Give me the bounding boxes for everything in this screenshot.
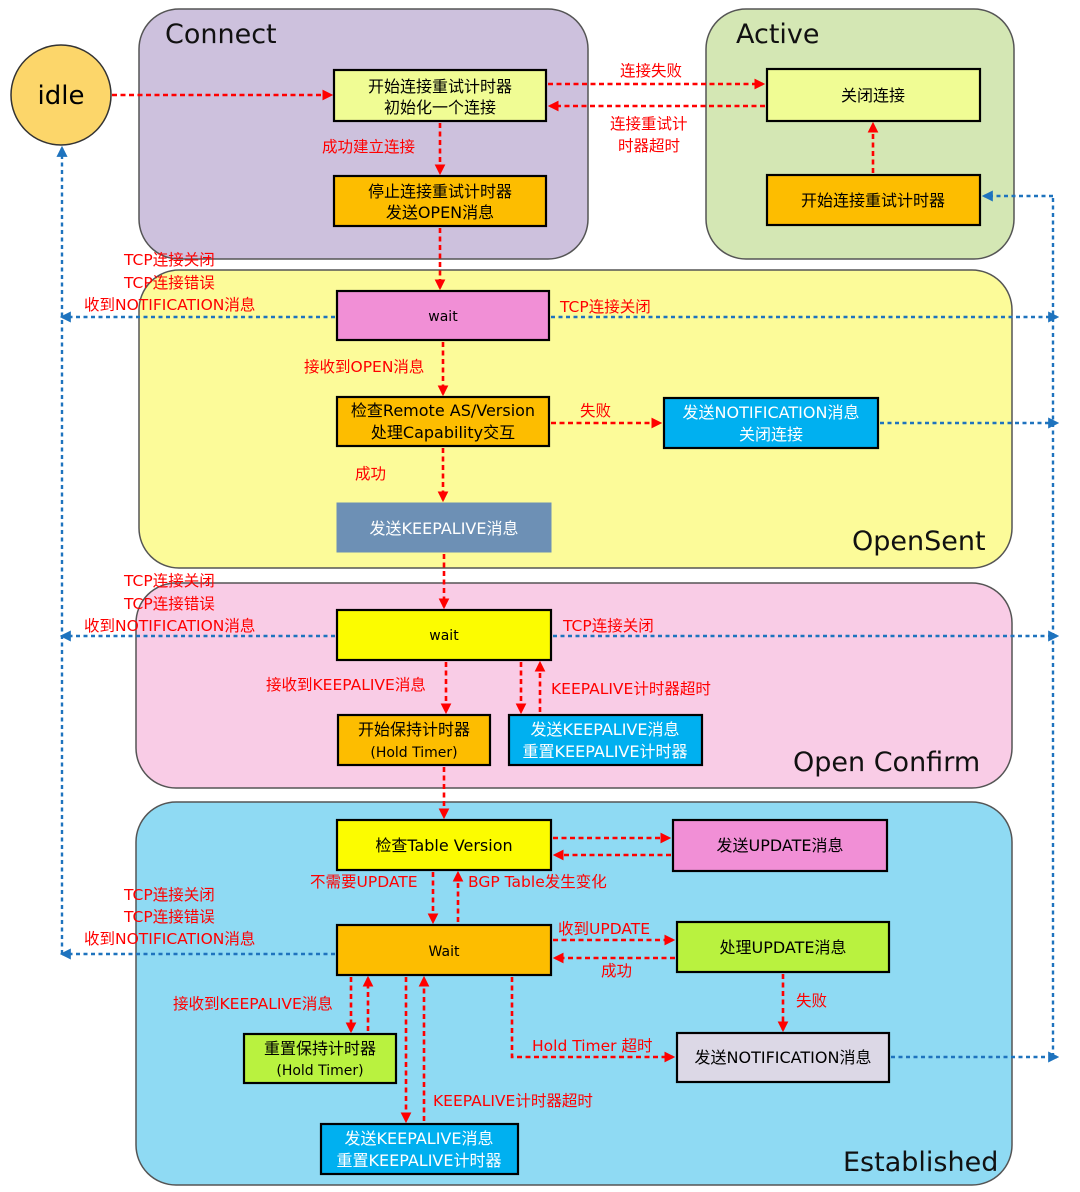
- label-oc-tcp-close: TCP连接关闭: [123, 572, 215, 590]
- active-title: Active: [736, 19, 820, 50]
- start-hold-box: [336, 713, 492, 767]
- label-oc-ka-timeout: KEEPALIVE计时器超时: [551, 680, 711, 698]
- oc-keepalive-text-2: 重置KEEPALIVE计时器: [523, 742, 688, 761]
- openconfirm-title: Open Confirm: [793, 747, 980, 778]
- label-os-notification: 收到NOTIFICATION消息: [84, 296, 255, 314]
- notify-close-text-1: 发送NOTIFICATION消息: [683, 403, 860, 422]
- label-oc-notification: 收到NOTIFICATION消息: [84, 617, 255, 635]
- established-region: [135, 801, 1013, 1186]
- send-update-text: 发送UPDATE消息: [717, 836, 844, 855]
- label-est-tcp-error: TCP连接错误: [123, 908, 215, 926]
- reset-hold-box: [242, 1032, 398, 1085]
- est-keepalive-text-2: 重置KEEPALIVE计时器: [337, 1151, 502, 1170]
- est-keepalive-box: [319, 1122, 520, 1176]
- check-table-box: [335, 818, 553, 872]
- close-conn-text: 关闭连接: [841, 86, 905, 105]
- label-est-recv-keepalive: 接收到KEEPALIVE消息: [173, 995, 333, 1013]
- check-table-text: 检查Table Version: [375, 836, 512, 855]
- send-update-box: [671, 818, 889, 873]
- process-update-box: [675, 920, 891, 974]
- est-notify-text: 发送NOTIFICATION消息: [695, 1048, 872, 1067]
- label-retry-timeout-1: 连接重试计: [610, 115, 688, 133]
- est-keepalive-text-1: 发送KEEPALIVE消息: [345, 1129, 494, 1148]
- opensent-region: [138, 269, 1013, 569]
- label-hold-timeout: Hold Timer 超时: [532, 1037, 652, 1055]
- idle-state: [10, 44, 112, 146]
- blue-transitions: [56, 145, 1060, 1063]
- oc-keepalive-box: [507, 713, 704, 767]
- opensent-title: OpenSent: [852, 526, 986, 557]
- stop-retry-text-2: 发送OPEN消息: [386, 203, 494, 222]
- active-start-retry-text: 开始连接重试计时器: [801, 191, 945, 210]
- established-wait-box: [335, 923, 553, 977]
- label-check-fail: 失败: [580, 402, 611, 420]
- process-update-text: 处理UPDATE消息: [720, 938, 847, 957]
- connect-title: Connect: [165, 19, 277, 50]
- label-oc-tcp-closed-right: TCP连接关闭: [562, 617, 654, 635]
- label-recv-open: 接收到OPEN消息: [304, 358, 424, 376]
- openconfirm-wait-text: wait: [429, 628, 459, 644]
- close-conn-box: [765, 67, 982, 123]
- label-os-tcp-closed-right: TCP连接关闭: [559, 298, 651, 316]
- arrow-hold-timeout: [510, 977, 676, 1063]
- send-keepalive-box: [336, 502, 552, 553]
- label-retry-timeout-2: 时器超时: [618, 137, 680, 155]
- start-retry-box: [332, 68, 548, 123]
- stop-retry-box: [332, 174, 548, 228]
- active-start-retry-box: [765, 173, 982, 227]
- send-keepalive-text: 发送KEEPALIVE消息: [370, 519, 519, 538]
- opensent-wait-text: wait: [428, 309, 458, 325]
- label-oc-tcp-error: TCP连接错误: [123, 595, 215, 613]
- check-remote-box: [335, 395, 551, 448]
- reset-hold-text-1: 重置保持计时器: [264, 1039, 376, 1058]
- label-update-success: 成功: [601, 962, 632, 980]
- label-est-tcp-close: TCP连接关闭: [123, 886, 215, 904]
- label-os-tcp-error: TCP连接错误: [123, 274, 215, 292]
- start-retry-text-1: 开始连接重试计时器: [368, 77, 512, 96]
- check-remote-text-2: 处理Capability交互: [371, 423, 515, 442]
- label-no-update: 不需要UPDATE: [310, 873, 418, 891]
- notify-close-box: [662, 396, 880, 450]
- label-check-success: 成功: [355, 465, 386, 483]
- oc-keepalive-text-1: 发送KEEPALIVE消息: [531, 720, 680, 739]
- established-title: Established: [843, 1147, 998, 1178]
- start-hold-text-1: 开始保持计时器: [358, 720, 470, 739]
- label-oc-recv-keepalive: 接收到KEEPALIVE消息: [266, 676, 426, 694]
- reset-hold-text-2: (Hold Timer): [276, 1063, 363, 1079]
- label-est-ka-timeout: KEEPALIVE计时器超时: [433, 1092, 593, 1110]
- openconfirm-wait-box: [335, 608, 553, 662]
- start-retry-text-2: 初始化一个连接: [384, 98, 496, 117]
- label-conn-fail: 连接失败: [620, 62, 682, 80]
- stop-retry-text-1: 停止连接重试计时器: [368, 182, 512, 201]
- check-remote-text-1: 检查Remote AS/Version: [351, 401, 535, 420]
- label-est-notification: 收到NOTIFICATION消息: [84, 930, 255, 948]
- label-update-fail: 失败: [796, 992, 827, 1010]
- idle-label: idle: [38, 81, 85, 111]
- notify-close-text-2: 关闭连接: [739, 425, 803, 444]
- label-os-tcp-close: TCP连接关闭: [123, 251, 215, 269]
- est-notify-box: [675, 1031, 891, 1084]
- red-transitions: [112, 78, 879, 1124]
- established-wait-text: Wait: [429, 944, 460, 960]
- label-conn-success: 成功建立连接: [322, 138, 415, 156]
- start-hold-text-2: (Hold Timer): [370, 745, 457, 761]
- label-bgp-change: BGP Table发生变化: [468, 873, 607, 891]
- label-recv-update: 收到UPDATE: [558, 920, 650, 938]
- opensent-wait-box: [335, 289, 551, 342]
